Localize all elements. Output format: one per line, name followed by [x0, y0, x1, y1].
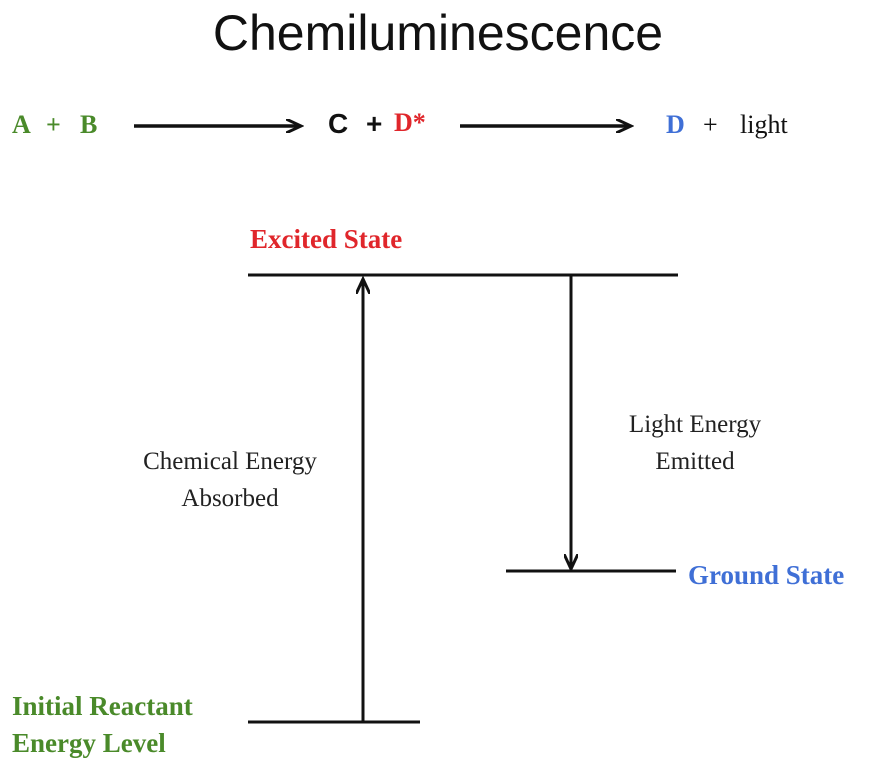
initial-reactant-label: Initial Reactant Energy Level — [12, 688, 193, 762]
absorbed-label-line2: Absorbed — [181, 485, 279, 512]
reactant-a: A — [12, 110, 31, 139]
emitted-label-line1: Light Energy — [628, 411, 762, 438]
product-d: D — [666, 110, 685, 139]
reactant-b: B — [80, 110, 98, 139]
initial-reactant-label-line2: Energy Level — [12, 728, 166, 758]
excited-product-d: D* — [394, 108, 426, 137]
chemical-energy-absorbed-label: Chemical Energy Absorbed — [112, 443, 348, 517]
plus-sign-3: + — [703, 110, 718, 139]
excited-state-label: Excited State — [250, 224, 403, 254]
absorbed-label-line1: Chemical Energy — [143, 448, 317, 475]
light-product: light — [740, 110, 788, 139]
product-c: C — [328, 108, 349, 139]
plus-sign-2: + — [366, 108, 383, 139]
initial-reactant-label-line1: Initial Reactant — [12, 691, 193, 721]
ground-state-label: Ground State — [688, 560, 845, 590]
light-energy-emitted-label: Light Energy Emitted — [600, 406, 790, 480]
diagram-title: Chemiluminescence — [212, 5, 664, 61]
plus-sign-1: + — [46, 110, 61, 139]
emitted-label-line2: Emitted — [655, 448, 735, 475]
